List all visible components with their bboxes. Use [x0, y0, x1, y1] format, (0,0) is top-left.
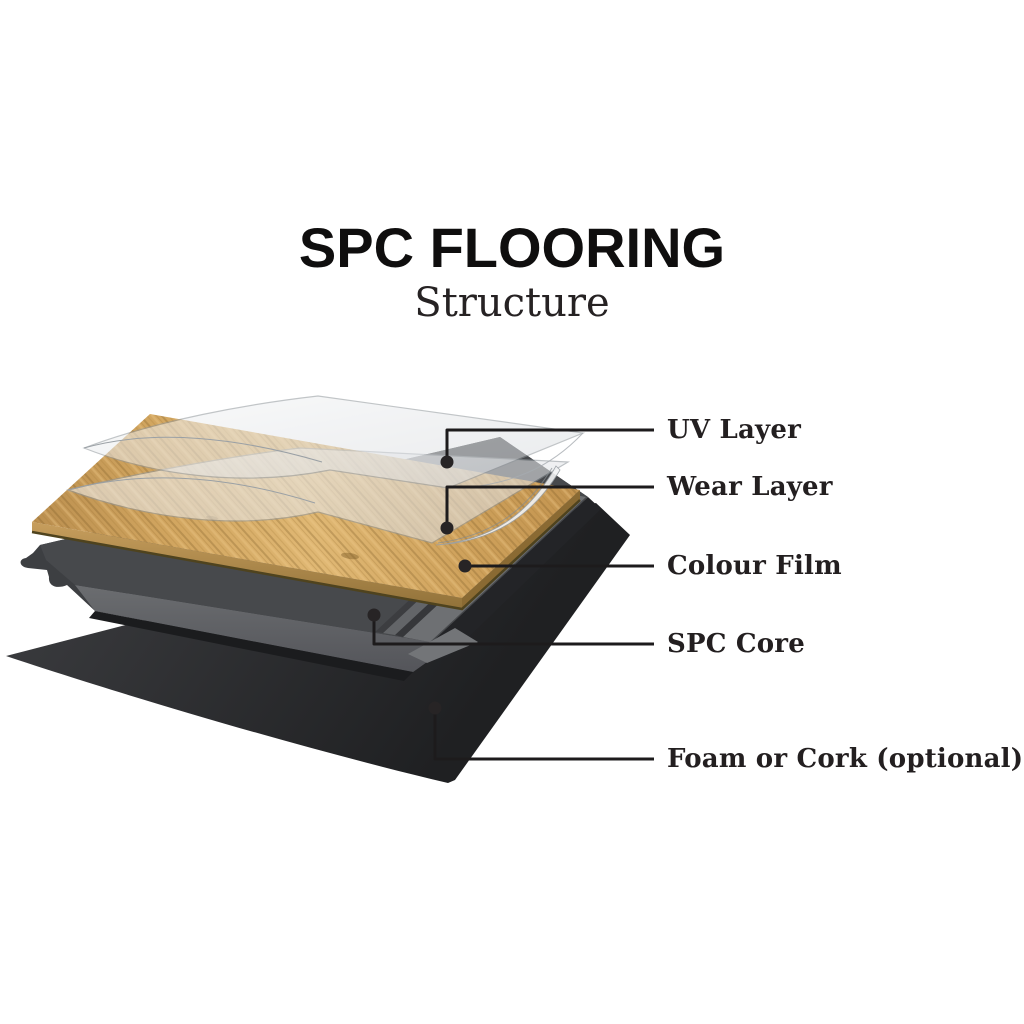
- page-subtitle: Structure: [414, 280, 610, 326]
- callout-dot-uv-layer: [440, 455, 454, 469]
- callout-line-wear-layer: [445, 485, 654, 528]
- label-colour-film: Colour Film: [667, 551, 842, 581]
- uv-layer-sheet-shape: [82, 395, 586, 489]
- label-spc-core: SPC Core: [667, 629, 805, 659]
- label-wear-layer: Wear Layer: [667, 472, 833, 502]
- label-uv-layer: UV Layer: [667, 415, 801, 445]
- callout-dot-spc-core: [367, 608, 381, 622]
- page-title: SPC FLOORING: [298, 216, 726, 279]
- callout-line-foam: [433, 708, 654, 761]
- callout-dot-wear-layer: [440, 521, 454, 535]
- callout-line-uv-layer: [445, 428, 654, 462]
- callout-line-spc-core: [372, 615, 654, 646]
- label-foam-cork: Foam or Cork (optional): [667, 744, 1024, 774]
- header: SPC FLOORING Structure: [0, 216, 1024, 327]
- callout-dot-foam: [428, 701, 442, 715]
- callout-dot-colour-film: [458, 559, 472, 573]
